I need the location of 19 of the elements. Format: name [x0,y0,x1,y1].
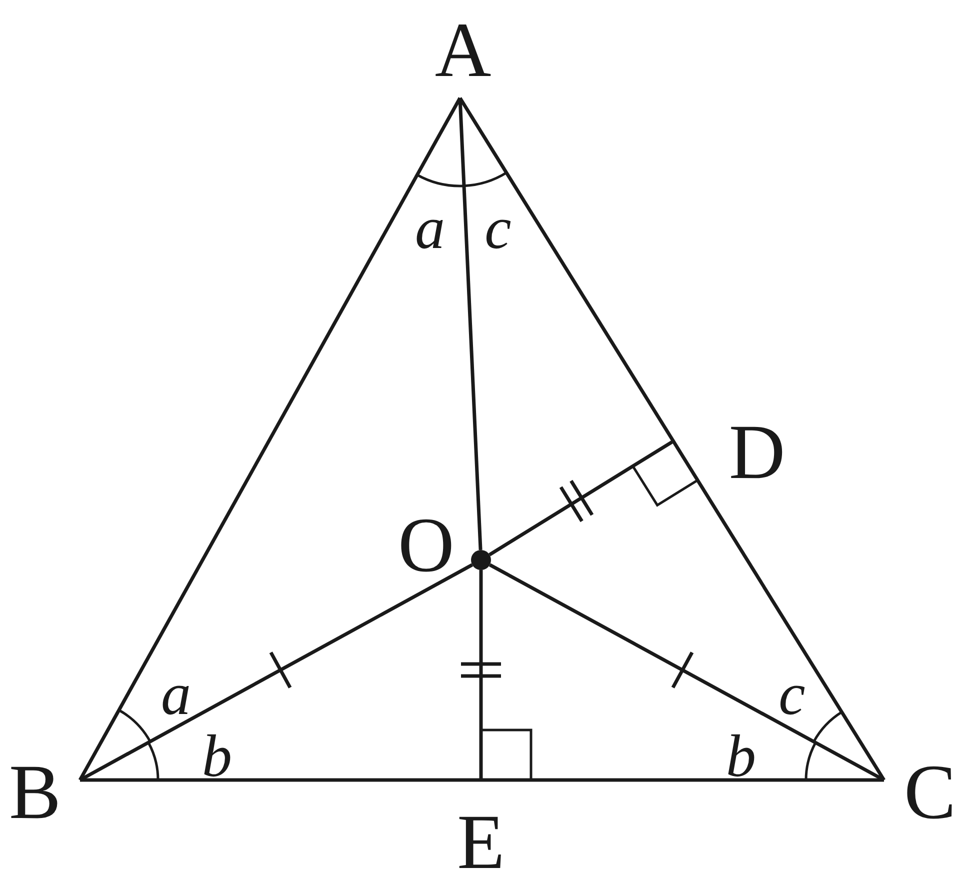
line-segment [458,97,886,781]
line-segment [479,570,483,780]
line-segment [80,778,884,782]
angle-label: a [161,664,191,724]
point-label: D [728,413,786,491]
angle-label: b [202,726,232,786]
angle-label: a [415,198,445,258]
line-segment [488,563,885,782]
angle-label: c [484,198,512,258]
point-label: A [434,11,492,89]
angle-label: c [778,664,806,724]
angle-label: b [726,726,756,786]
line-segment [458,98,482,550]
point-label: C [904,753,956,831]
line-segment [488,440,673,556]
point-label: E [457,803,505,881]
line-segment [78,97,462,781]
line-segment [79,563,474,782]
point-label: B [8,753,62,831]
